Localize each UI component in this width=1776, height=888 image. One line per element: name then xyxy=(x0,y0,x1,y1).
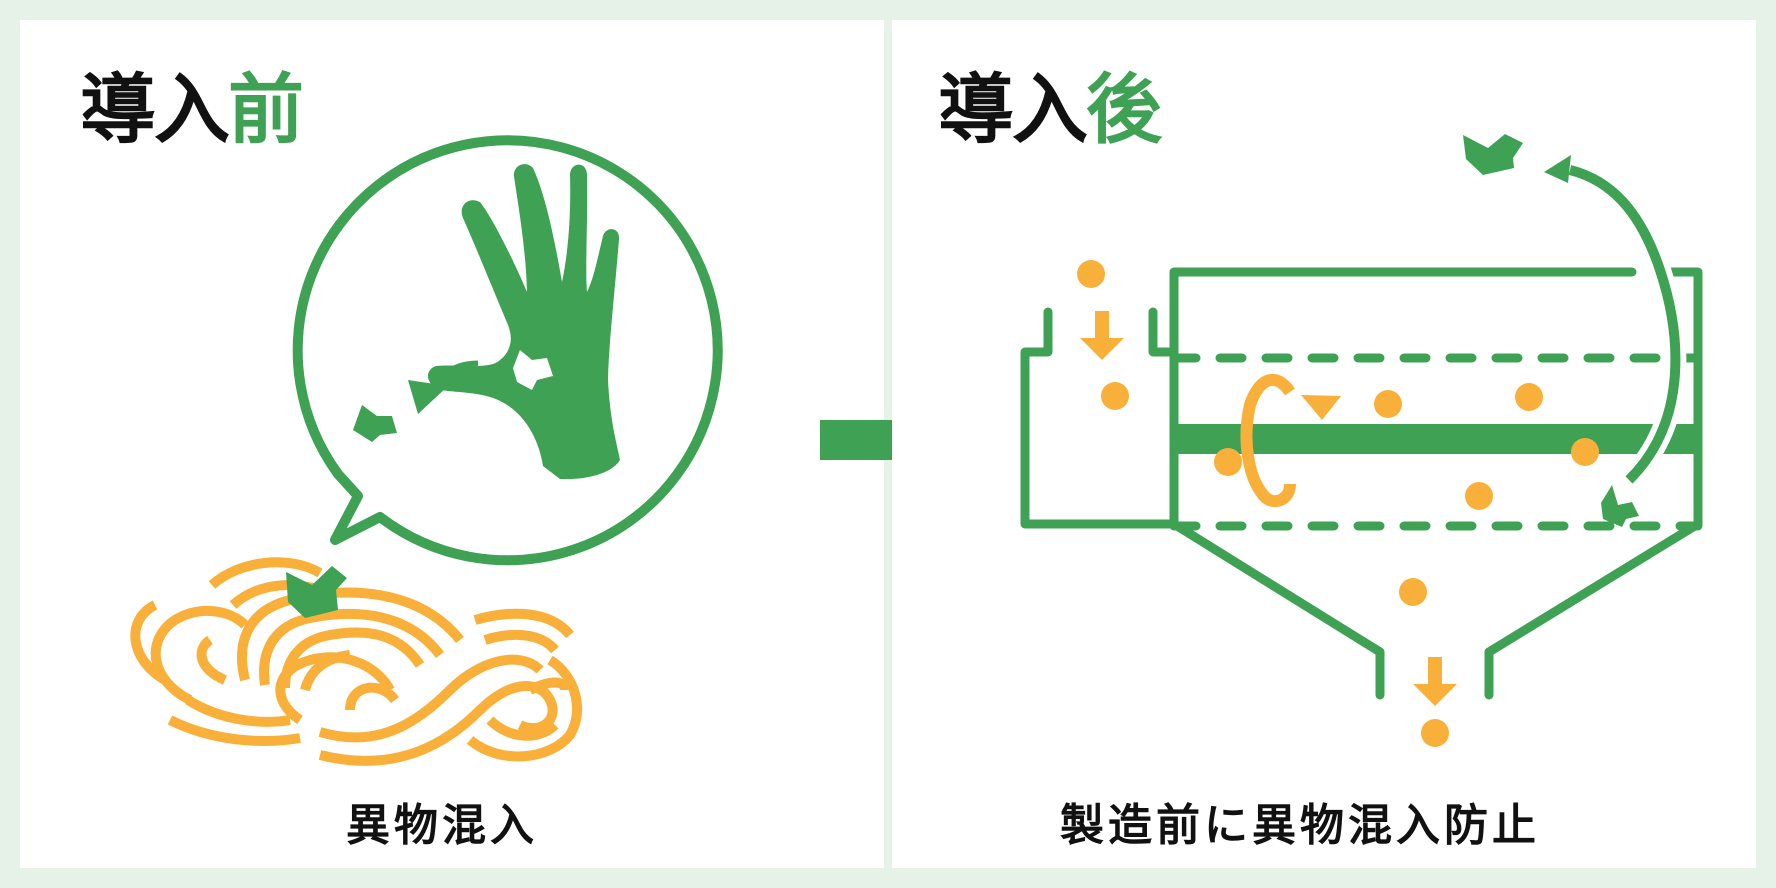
rotating-drum-icon xyxy=(1240,374,1341,508)
after-illustration xyxy=(1020,134,1703,747)
hopper-inlet-icon xyxy=(1020,307,1179,529)
glove-fragment-inside-icon xyxy=(1601,485,1639,527)
heading-after: 導入後 xyxy=(938,72,1162,148)
noodle-pile-icon xyxy=(130,557,583,766)
down-arrow-icon xyxy=(1080,311,1457,706)
panel-after: 導入後 xyxy=(892,20,1756,868)
heading-after-accent: 後 xyxy=(1086,65,1162,154)
heading-before-accent: 前 xyxy=(228,65,304,154)
drum-shaft-icon xyxy=(1174,424,1698,454)
panel-before: 導入前 xyxy=(20,20,884,868)
glove-fragment-on-food-icon xyxy=(286,566,347,618)
heading-before: 導入前 xyxy=(80,72,304,148)
heading-after-main: 導入 xyxy=(938,65,1088,154)
particle-dots-icon xyxy=(1077,260,1599,747)
caption-after: 製造前に異物混入防止 xyxy=(1060,800,1540,851)
heading-before-main: 導入 xyxy=(80,65,230,154)
glove-fragment-icon xyxy=(353,405,397,442)
falling-arrow-icon xyxy=(408,360,479,414)
reject-return-arrow-icon xyxy=(1567,159,1687,488)
glove-fragment-ejected-icon xyxy=(1463,134,1523,175)
speech-bubble-icon xyxy=(292,135,723,566)
caption-before: 異物混入 xyxy=(346,800,538,851)
return-arrowhead-icon xyxy=(1544,155,1571,183)
glove-hand-icon xyxy=(427,164,620,480)
